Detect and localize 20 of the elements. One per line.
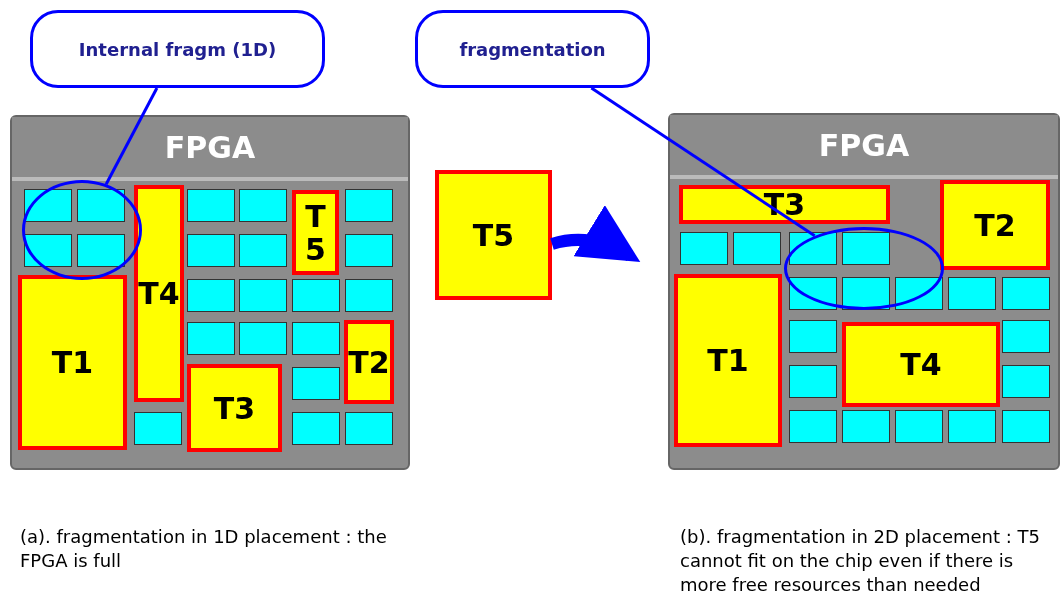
chip-header: FPGA [670,115,1058,179]
task-block: T4 [842,322,1000,407]
task-block: T1 [18,275,127,450]
task-block: T1 [674,274,782,447]
caption-text: (b). fragmentation in 2D placement : T5 cannot fit on the chip even if there is more free resources than needed [680,525,1042,597]
task-block: T3 [679,185,890,224]
caption-text: (a). fragmentation in 1D placement : the FPGA is full [20,525,388,573]
leader-line [590,86,816,238]
callout-bubble: fragmentation [415,10,650,88]
fpga-chip [668,113,1060,470]
task-block: T3 [187,364,282,452]
callout-bubble: Internal fragm (1D) [30,10,325,88]
task-block: T2 [344,320,394,404]
fpga-chip [10,115,410,470]
task-block: T2 [940,180,1050,270]
task-block: T5 [292,190,339,275]
chip-header: FPGA [12,117,408,181]
task-block: T5 [435,170,552,300]
task-block: T4 [134,185,184,402]
leader-line [104,87,159,185]
